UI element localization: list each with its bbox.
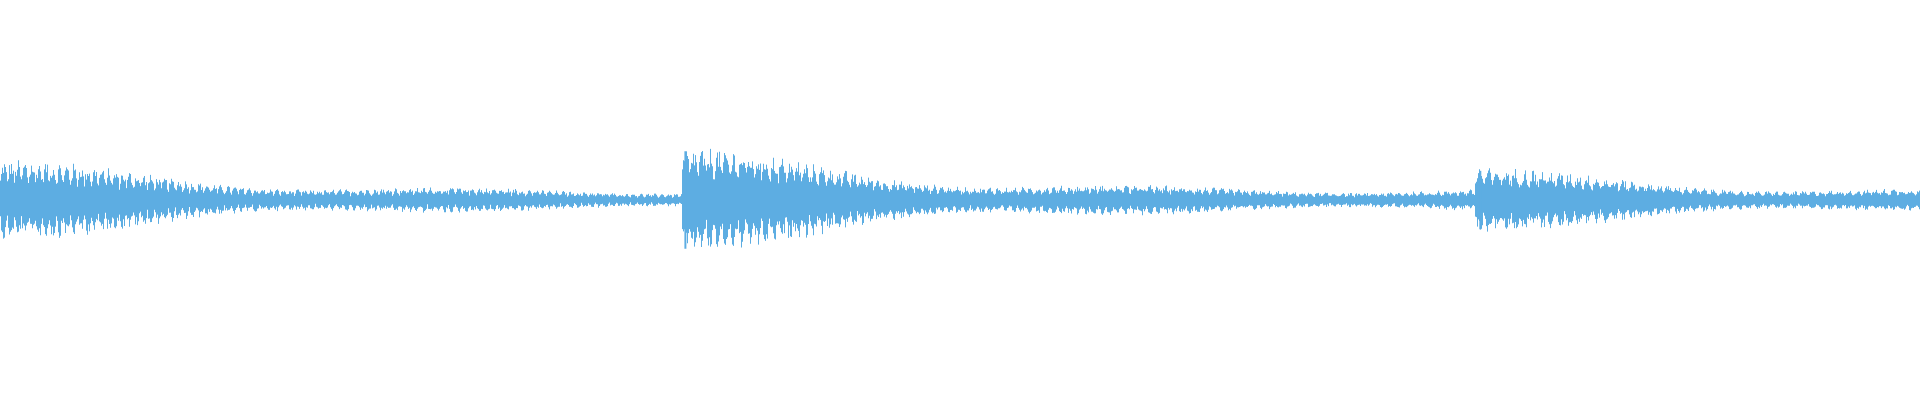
waveform-channel — [0, 148, 1920, 249]
waveform-trace — [0, 148, 1920, 248]
